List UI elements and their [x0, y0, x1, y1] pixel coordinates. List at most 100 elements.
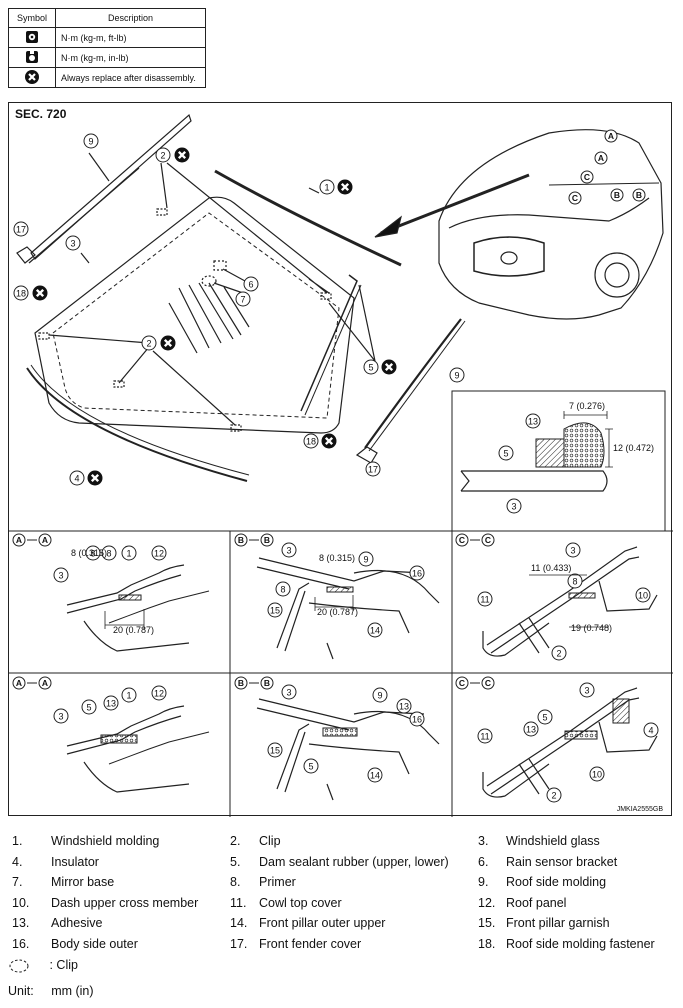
clip-note-text: : Clip: [49, 958, 78, 972]
legend-text: Dash upper cross member: [51, 895, 199, 910]
legend-text: Roof side molding: [506, 875, 607, 889]
callout-3: 3: [286, 546, 291, 556]
callout-13: 13: [106, 699, 116, 709]
callout-8: 8: [90, 549, 95, 559]
view-label-c: C: [485, 535, 491, 545]
legend-number: 2.: [230, 834, 241, 848]
callout-13: 13: [528, 417, 538, 427]
callout-7: 7: [240, 295, 245, 305]
legend-text: Front pillar garnish: [506, 916, 610, 930]
callout-6: 6: [248, 280, 253, 290]
callout-1: 1: [126, 549, 131, 559]
legend-text: Mirror base: [51, 875, 115, 889]
legend-row: 1. Windshield molding 2. Clip 3. Windshi…: [8, 834, 676, 854]
callout-3: 3: [570, 546, 575, 556]
dimension-label: 19 (0.748): [571, 623, 612, 633]
callout-2: 2: [556, 649, 561, 659]
callout-3: 3: [70, 239, 75, 249]
dimension-label: 8 (0.315): [319, 553, 355, 563]
view-label-c: C: [584, 172, 590, 182]
legend-text: Body side outer: [51, 936, 138, 951]
callout-14: 14: [370, 626, 380, 636]
callout-1: 1: [126, 691, 131, 701]
callout-17: 17: [16, 225, 26, 235]
callout-16: 16: [412, 715, 422, 725]
callout-4: 4: [74, 474, 79, 484]
callout-2: 2: [551, 791, 556, 801]
legend-row: 4. Insulator 5. Dam sealant rubber (uppe…: [8, 855, 676, 875]
view-label-a: A: [598, 153, 604, 163]
clip-symbol-icon: [9, 959, 29, 973]
view-label-b: B: [264, 535, 270, 545]
legend-text: Adhesive: [51, 916, 103, 930]
symbol-header: Symbol: [8, 8, 56, 28]
callout-9: 9: [377, 691, 382, 701]
view-label-b: B: [238, 678, 244, 688]
legend-text: Clip: [259, 834, 281, 848]
callout-8: 8: [280, 585, 285, 595]
callout-16: 16: [412, 569, 422, 579]
callout-2: 2: [160, 151, 165, 161]
unit-label: Unit:: [8, 984, 34, 998]
callout-9: 9: [363, 555, 368, 565]
view-label-a: A: [42, 535, 48, 545]
torque-wrench-small-icon: [8, 47, 56, 68]
callout-3: 3: [286, 688, 291, 698]
view-label-b: B: [614, 190, 620, 200]
dimension-label: 7 (0.276): [569, 401, 605, 411]
view-label-a: A: [16, 535, 22, 545]
legend-number: 16.: [12, 936, 30, 951]
legend-number: 17.: [230, 936, 248, 951]
callout-5: 5: [503, 449, 508, 459]
callout-5: 5: [86, 703, 91, 713]
callout-2: 2: [146, 339, 151, 349]
legend-number: 4.: [12, 854, 23, 869]
view-label-c: C: [459, 535, 465, 545]
callout-11: 11: [480, 732, 489, 742]
legend-number: 13.: [12, 916, 30, 930]
diagram-canvas: 1 2 9 17 3 18 6 7 2 5 9 18 17 4 3 5 13 3…: [9, 113, 673, 817]
legend-text: Rain sensor bracket: [506, 854, 618, 869]
legend-number: 10.: [12, 895, 30, 910]
legend-row: 10. Dash upper cross member 11. Cowl top…: [8, 896, 676, 916]
callout-15: 15: [270, 746, 280, 756]
callout-3: 3: [511, 502, 516, 512]
view-label-b: B: [238, 535, 244, 545]
symbol-description: Always replace after disassembly.: [55, 67, 206, 88]
callout-18: 18: [306, 437, 316, 447]
legend-text: Windshield glass: [506, 834, 600, 848]
callout-5: 5: [308, 762, 313, 772]
view-label-b: B: [264, 678, 270, 688]
legend-number: 3.: [478, 834, 489, 848]
view-label-a: A: [16, 678, 22, 688]
legend-row: 13. Adhesive 14. Front pillar outer uppe…: [8, 916, 676, 936]
callout-3: 3: [584, 686, 589, 696]
view-label-c: C: [485, 678, 491, 688]
view-label-b: B: [636, 190, 642, 200]
callout-5: 5: [542, 713, 547, 723]
callout-11: 11: [480, 595, 489, 605]
figure-id: JMKIA2555GB: [616, 806, 663, 813]
callout-8: 8: [106, 549, 111, 559]
callout-9: 9: [454, 371, 459, 381]
callout-8: 8: [572, 577, 577, 587]
dimension-label: 8 (0.315): [71, 548, 107, 558]
callout-12: 12: [154, 689, 164, 699]
legend-number: 12.: [478, 895, 496, 910]
callout-4: 4: [648, 726, 653, 736]
replace-x-icon: [8, 67, 56, 88]
callout-10: 10: [592, 770, 602, 780]
callout-1: 1: [324, 183, 329, 193]
symbol-table: Symbol Description N·m (kg-m, ft-lb) N·m…: [8, 8, 206, 88]
dimension-label: 20 (0.787): [317, 607, 358, 617]
dimension-label: 11 (0.433): [531, 563, 571, 573]
legend-text: Primer: [259, 875, 296, 889]
dimension-label: 20 (0.787): [113, 625, 154, 635]
callout-10: 10: [638, 591, 648, 601]
callout-15: 15: [270, 606, 280, 616]
legend-text: Cowl top cover: [259, 895, 342, 910]
legend-row: 16. Body side outer 17. Front fender cov…: [8, 937, 676, 957]
legend-text: Front fender cover: [259, 936, 362, 951]
legend-text: Insulator: [51, 854, 99, 869]
callout-13: 13: [526, 725, 536, 735]
